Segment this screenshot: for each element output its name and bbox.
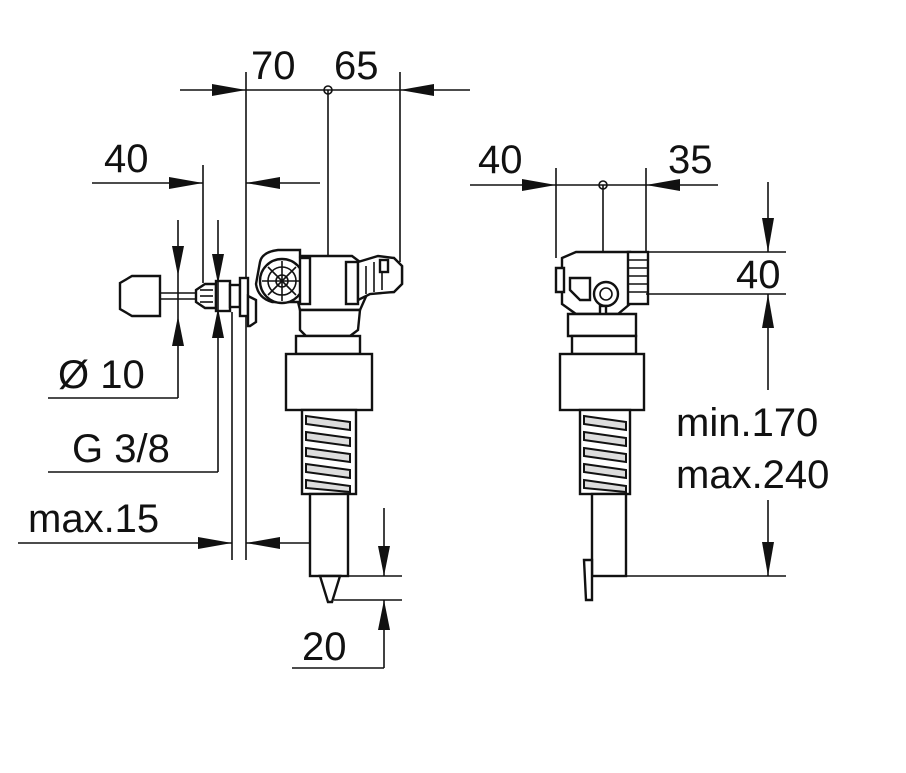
dim-70-65: 70 65 <box>180 44 470 580</box>
dim-thread: G 3/8 <box>48 220 224 473</box>
side-view: 40 35 <box>470 138 829 602</box>
dim-label-min-170: min.170 <box>676 401 818 445</box>
dim-label-40-height: 40 <box>736 253 781 297</box>
dim-label-40-front: 40 <box>104 137 149 181</box>
front-view: 70 65 40 <box>18 44 470 669</box>
dim-label-max-240: max.240 <box>676 453 829 497</box>
dim-label-diameter: Ø 10 <box>58 353 145 397</box>
valve-body-front <box>284 334 374 604</box>
valve-body-side <box>558 334 646 602</box>
dim-label-70: 70 <box>251 44 296 88</box>
dim-label-thread: G 3/8 <box>72 427 170 471</box>
dim-label-35-side: 35 <box>668 138 713 182</box>
dim-label-65: 65 <box>334 44 379 88</box>
dim-20: 20 <box>292 508 402 669</box>
valve-head-side <box>554 250 650 338</box>
dim-label-40-side: 40 <box>478 138 523 182</box>
dim-label-max-15: max.15 <box>28 497 159 541</box>
dim-max-15: max.15 <box>18 312 318 560</box>
dim-40-height: 40 <box>646 182 786 390</box>
dim-40-front: 40 <box>92 137 320 283</box>
valve-head-front <box>246 248 404 338</box>
dim-label-20: 20 <box>302 625 347 669</box>
dim-diameter-10: Ø 10 <box>48 220 184 399</box>
dim-min-max-height: min.170 max.240 <box>626 401 829 577</box>
inlet-nozzle <box>118 274 250 318</box>
